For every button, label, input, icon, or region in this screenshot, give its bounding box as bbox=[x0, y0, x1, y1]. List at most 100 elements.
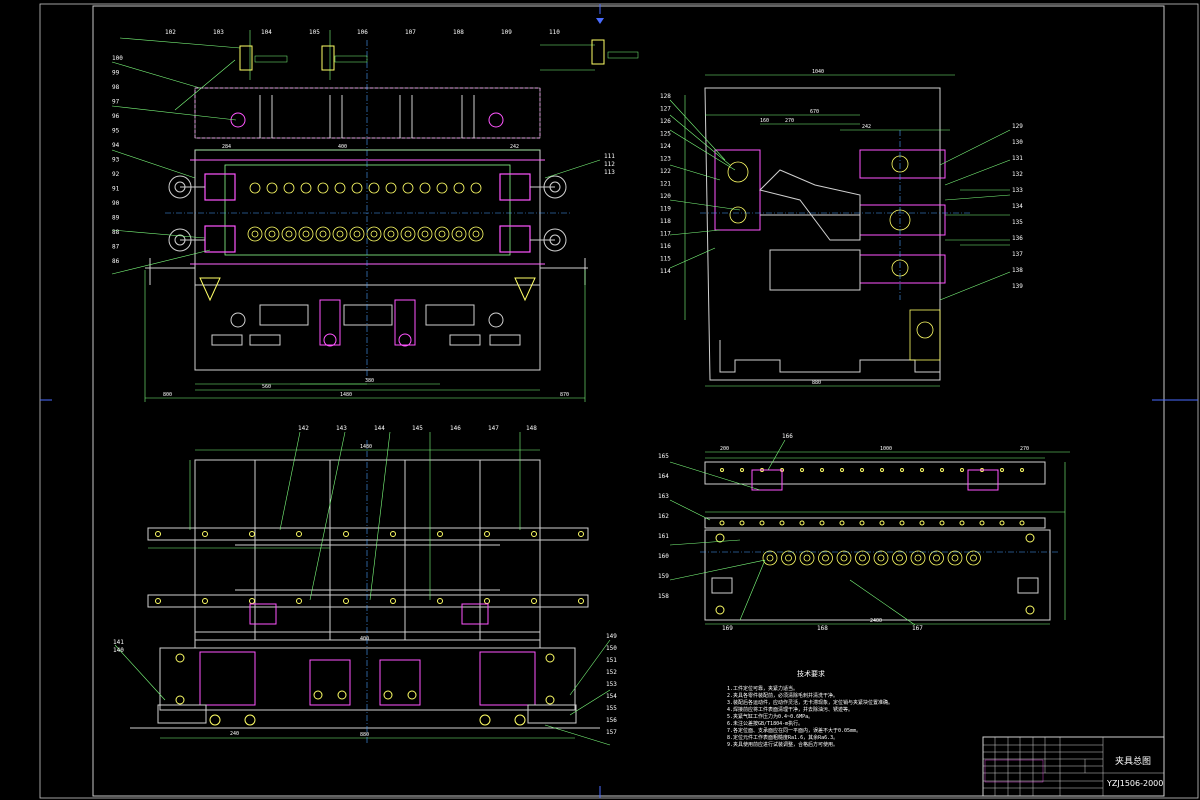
bolt-hole bbox=[578, 598, 584, 604]
locator-hole bbox=[822, 554, 829, 562]
locator-circle bbox=[910, 550, 926, 566]
part-balloon-label: 168 bbox=[817, 625, 828, 632]
part-balloon-label: 117 bbox=[660, 231, 671, 238]
part-balloon-label: 139 bbox=[1012, 283, 1023, 290]
dimension-value: 242 bbox=[862, 124, 871, 130]
dimension-value: 400 bbox=[338, 144, 347, 150]
dimension-value: 2400 bbox=[870, 618, 882, 624]
locator-hole bbox=[859, 554, 866, 562]
clamp-pin-circle bbox=[249, 182, 261, 194]
part-balloon-label: 158 bbox=[658, 593, 669, 600]
bolt-hole bbox=[437, 531, 443, 537]
locator-circle bbox=[929, 550, 944, 566]
dimension-value: 800 bbox=[163, 392, 172, 398]
part-balloon-label: 159 bbox=[658, 573, 669, 580]
part-balloon-label: 148 bbox=[526, 425, 537, 432]
part-balloon-label: 116 bbox=[660, 243, 671, 250]
locator-hole bbox=[285, 230, 293, 238]
part-balloon-label: 109 bbox=[501, 29, 512, 36]
note-line: 7.各定位面、支承面应在同一平面内，误差不大于0.05mm。 bbox=[727, 727, 861, 734]
part-balloon-label: 95 bbox=[112, 128, 120, 135]
drawing-name: 夹具总图 bbox=[1115, 755, 1151, 767]
part-balloon-label: 149 bbox=[606, 633, 617, 640]
part-balloon-label: 104 bbox=[261, 29, 272, 36]
part-balloon-label: 120 bbox=[660, 193, 671, 200]
bolt-hole bbox=[390, 531, 396, 537]
part-balloon-label: 125 bbox=[660, 131, 671, 138]
part-balloon-label: 111 bbox=[604, 153, 615, 160]
side-view bbox=[669, 74, 1011, 387]
part-balloon-label: 134 bbox=[1012, 203, 1023, 210]
dimension-value: 284 bbox=[222, 144, 231, 150]
part-balloon-label: 126 bbox=[660, 118, 671, 125]
locator-circle bbox=[247, 226, 263, 242]
dimension-value: 1040 bbox=[812, 69, 824, 75]
dimension-value: 870 bbox=[560, 392, 569, 398]
hole bbox=[960, 468, 964, 472]
part-balloon-label: 141 bbox=[113, 639, 124, 646]
locator-circle bbox=[799, 550, 815, 566]
bolt-hole bbox=[202, 531, 208, 537]
locator-hole bbox=[336, 230, 344, 238]
hole bbox=[1000, 468, 1004, 472]
hole bbox=[800, 468, 804, 472]
hole bbox=[719, 520, 725, 526]
part-balloon-label: 133 bbox=[1012, 187, 1023, 194]
part-balloon-label: 98 bbox=[112, 84, 120, 91]
dimension-value: 240 bbox=[230, 731, 239, 737]
part-balloon-label: 146 bbox=[450, 425, 461, 432]
part-balloon-label: 140 bbox=[113, 647, 124, 654]
sheet-frame bbox=[39, 3, 1199, 799]
clamp-pin-circle bbox=[453, 182, 465, 194]
part-balloon-label: 123 bbox=[660, 156, 671, 163]
part-balloon-label: 154 bbox=[606, 693, 617, 700]
part-balloon-label: 87 bbox=[112, 244, 120, 251]
locator-circle bbox=[264, 226, 280, 242]
dimension-value: 270 bbox=[785, 118, 794, 124]
locator-circle bbox=[892, 550, 907, 566]
hole bbox=[959, 520, 965, 526]
locator-circle bbox=[332, 226, 348, 242]
locator-circle bbox=[855, 550, 870, 566]
hole bbox=[939, 520, 945, 526]
locator-circle bbox=[468, 226, 484, 242]
dimension-value: 880 bbox=[360, 732, 369, 738]
part-balloon-label: 163 bbox=[658, 493, 669, 500]
hole bbox=[880, 468, 884, 472]
part-balloon-label: 155 bbox=[606, 705, 617, 712]
top-view bbox=[114, 431, 611, 746]
notes-heading: 技术要求 bbox=[797, 669, 825, 678]
hole bbox=[899, 520, 905, 526]
part-balloon-label: 156 bbox=[606, 717, 617, 724]
clamp-pin-circle bbox=[351, 182, 363, 194]
part-balloon-label: 167 bbox=[912, 625, 923, 632]
part-balloon-label: 110 bbox=[549, 29, 560, 36]
technical-notes: 技术要求 1.工件定位可靠，夹紧力适当。2.夹具各零件装配前，必须清除毛刺并清洗… bbox=[727, 669, 893, 748]
hole bbox=[820, 468, 824, 472]
locator-hole bbox=[455, 230, 463, 238]
part-balloon-label: 119 bbox=[660, 206, 671, 213]
bolt-hole bbox=[155, 598, 161, 604]
locator-circle bbox=[400, 226, 416, 242]
locator-circle bbox=[836, 550, 852, 566]
locator-circle bbox=[417, 226, 433, 242]
locator-hole bbox=[404, 230, 412, 238]
part-balloon-label: 131 bbox=[1012, 155, 1023, 162]
part-balloon-label: 118 bbox=[660, 218, 671, 225]
note-line: 5.夹紧气缸工作压力为0.4~0.6MPa。 bbox=[727, 713, 813, 720]
dimension-value: 1000 bbox=[880, 446, 892, 452]
locator-hole bbox=[951, 554, 959, 562]
locator-hole bbox=[472, 230, 480, 238]
part-balloon-label: 100 bbox=[112, 55, 123, 62]
note-line: 1.工件定位可靠，夹紧力适当。 bbox=[727, 685, 798, 692]
hole bbox=[1020, 468, 1024, 472]
locator-hole bbox=[766, 554, 774, 562]
locator-hole bbox=[319, 230, 327, 238]
bolt-hole bbox=[343, 531, 349, 537]
note-line: 9.夹具使用前应进行试装调整，合格后方可使用。 bbox=[727, 741, 838, 748]
locator-hole bbox=[268, 230, 276, 238]
dimension-value: 880 bbox=[812, 380, 821, 386]
front-view bbox=[111, 30, 639, 402]
hole bbox=[859, 520, 865, 526]
